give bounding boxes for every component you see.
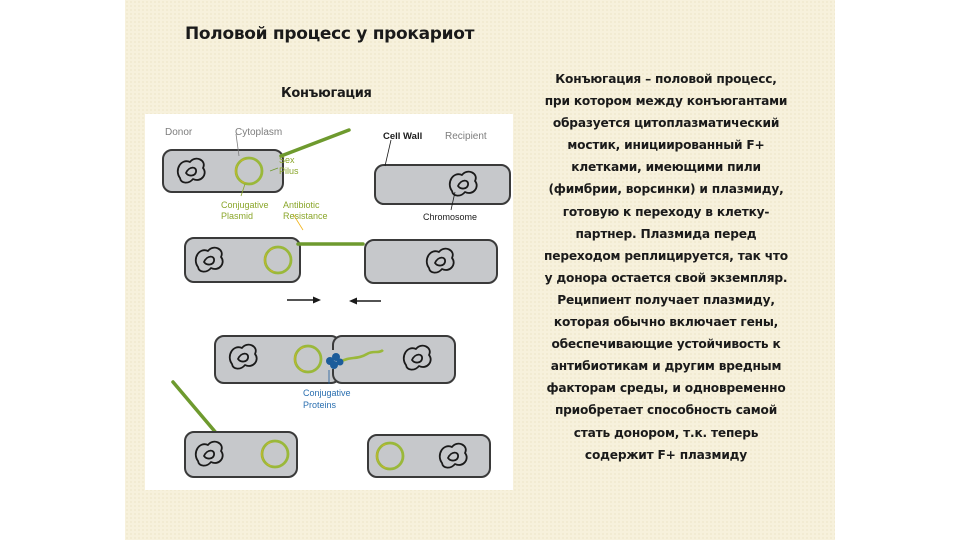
antibiotic-resistance-label-2: Resistance <box>283 211 328 221</box>
description-line: Конъюгация – половой процесс, <box>555 72 777 86</box>
description-line: готовую к переходу в клетку- <box>562 204 770 219</box>
description-line: у донора остается свой экземпляр. <box>544 270 788 285</box>
description-line: антибиотикам и другим вредным <box>550 359 782 374</box>
cell-wall-label: Cell Wall <box>383 131 422 142</box>
description-line: партнер. Плазмида перед <box>575 226 757 241</box>
conjugative-plasmid-label-1: Conjugative <box>221 200 269 210</box>
description-line: которая обычно включает гены, <box>553 315 779 330</box>
sex-pilus <box>279 128 351 158</box>
antibiotic-resistance-label-1: Antibiotic <box>283 200 320 210</box>
recipient-cell-2 <box>364 239 498 284</box>
description-line: мостик, инициированный F+ <box>567 138 765 153</box>
description-line: содержит F+ плазмиду <box>584 447 748 462</box>
conjugative-plasmid-label-2: Plasmid <box>221 211 253 221</box>
sex-pilus <box>171 380 219 436</box>
description-line: при котором между конъюгантами <box>544 94 788 109</box>
transferring-plasmid-strand <box>339 348 384 364</box>
donor-label: Donor <box>165 127 193 138</box>
chromosome-label: Chromosome <box>423 212 477 222</box>
description-line: факторам среды, и одновременно <box>546 381 786 396</box>
new-donor-cell <box>367 434 491 478</box>
description-line: переходом реплицируется, так что <box>544 248 788 263</box>
donor-cell-3 <box>184 431 298 478</box>
description-line: клетками, имеющими пили <box>571 160 761 175</box>
description-line: стать донором, т.к. теперь <box>573 425 759 440</box>
conjugating-cells <box>214 335 456 384</box>
conjugation-description: Конъюгация – половой процесс, при которо… <box>516 68 816 466</box>
description-line: (фимбрии, ворсинки) и плазмиду, <box>548 182 784 197</box>
cytoplasm-label: Cytoplasm <box>235 127 282 138</box>
description-line: обеспечивающие устойчивость к <box>551 337 781 352</box>
conjugative-proteins-icon <box>326 353 344 369</box>
slide-title: Половой процесс у прокариот <box>185 24 475 44</box>
description-line: образуется цитоплазматический <box>552 116 780 131</box>
conjugative-proteins-label-2: Proteins <box>303 400 337 410</box>
donor-cell-1 <box>162 149 284 193</box>
diagram-subtitle: Конъюгация <box>281 86 372 101</box>
approach-arrows <box>287 296 381 305</box>
donor-cell-2 <box>184 237 301 283</box>
recipient-cell-1 <box>374 164 511 205</box>
description-line: приобретает способность самой <box>554 403 778 418</box>
sex-pilus-label-1: Sex <box>279 155 295 165</box>
conjugation-diagram-svg: Donor Cytoplasm Sex Pilus Cell Wall Reci… <box>162 127 511 478</box>
sex-pilus-label-2: Pilus <box>279 166 299 176</box>
conjugation-diagram: Donor Cytoplasm Sex Pilus Cell Wall Reci… <box>145 114 513 490</box>
description-line: Реципиент получает плазмиду, <box>557 292 775 307</box>
conjugative-proteins-label-1: Conjugative <box>303 388 351 398</box>
recipient-label: Recipient <box>445 131 487 142</box>
